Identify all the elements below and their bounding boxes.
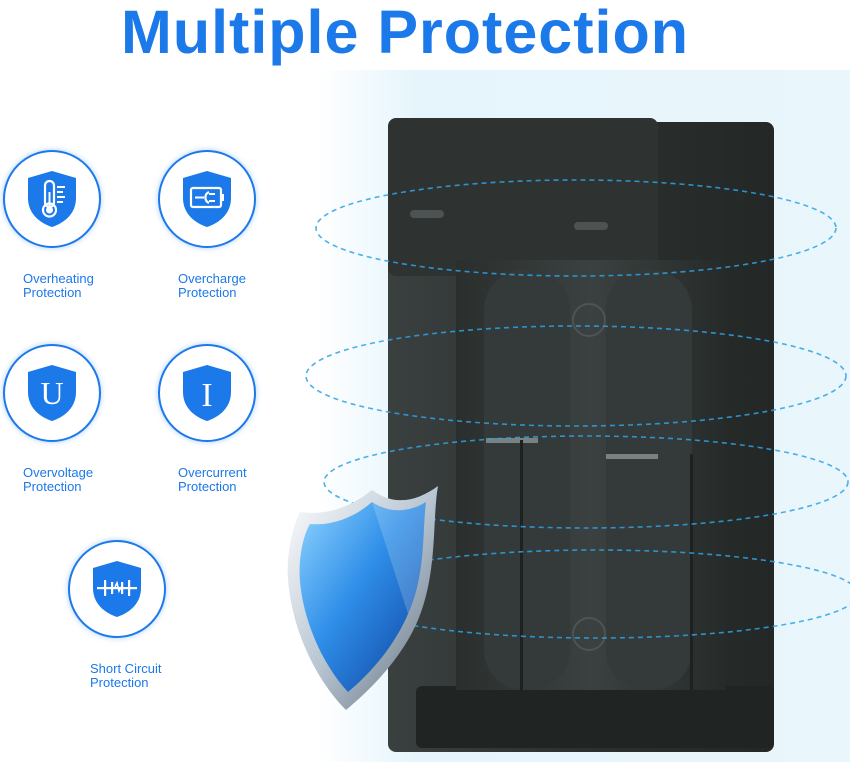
charger-illustration xyxy=(287,118,850,752)
feature-label-line2: Protection xyxy=(178,479,237,494)
protection-rings xyxy=(305,179,850,639)
feature-label-line1: Short Circuit xyxy=(90,661,162,676)
feature-label-line1: Overvoltage xyxy=(23,465,94,480)
thermometer-shield-icon xyxy=(3,150,101,248)
charger-body xyxy=(388,118,774,752)
voltage-u-shield-icon: U xyxy=(3,344,101,442)
feature-label-line1: Overheating xyxy=(23,271,94,286)
feature-label-line1: Overcharge xyxy=(178,271,246,286)
shield-graphic xyxy=(287,486,438,710)
feature-label-line1: Overcurrent xyxy=(178,465,247,480)
svg-text:I: I xyxy=(201,377,212,414)
feature-label-line2: Protection xyxy=(23,285,82,300)
current-i-shield-icon: I xyxy=(158,344,256,442)
battery-plug-shield-icon xyxy=(158,150,256,248)
short-circuit-shield-icon xyxy=(68,540,166,638)
svg-text:U: U xyxy=(40,375,63,411)
feature-label-line2: Protection xyxy=(90,675,149,690)
feature-label-line2: Protection xyxy=(23,479,82,494)
page-title: Multiple Protection xyxy=(121,0,689,66)
feature-label-line2: Protection xyxy=(178,285,237,300)
